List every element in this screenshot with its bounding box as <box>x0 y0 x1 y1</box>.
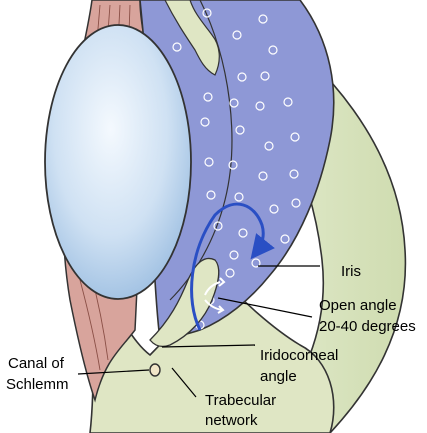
canal-of-schlemm <box>149 363 161 377</box>
label-iridocorneal-1: Iridocorneal <box>260 347 338 364</box>
tissue-base <box>89 268 335 433</box>
label-iris: Iris <box>341 263 361 280</box>
iris <box>149 257 220 347</box>
label-iridocorneal-2: angle <box>260 368 297 385</box>
label-trabecular-1: Trabecular <box>205 392 276 409</box>
label-open-angle-1: Open angle <box>319 297 397 314</box>
leader-lines <box>77 265 320 398</box>
label-canal-2: Schlemm <box>6 376 69 393</box>
label-open-angle-2: 20-40 degrees <box>319 318 416 335</box>
top-debris <box>164 0 220 76</box>
open-angle-arrows <box>204 277 226 314</box>
label-trabecular-2: network <box>205 412 258 429</box>
aqueous-particles <box>172 8 301 330</box>
label-canal-1: Canal of <box>8 355 65 372</box>
lens <box>44 24 192 300</box>
aqueous-flow-arrow <box>190 202 275 331</box>
